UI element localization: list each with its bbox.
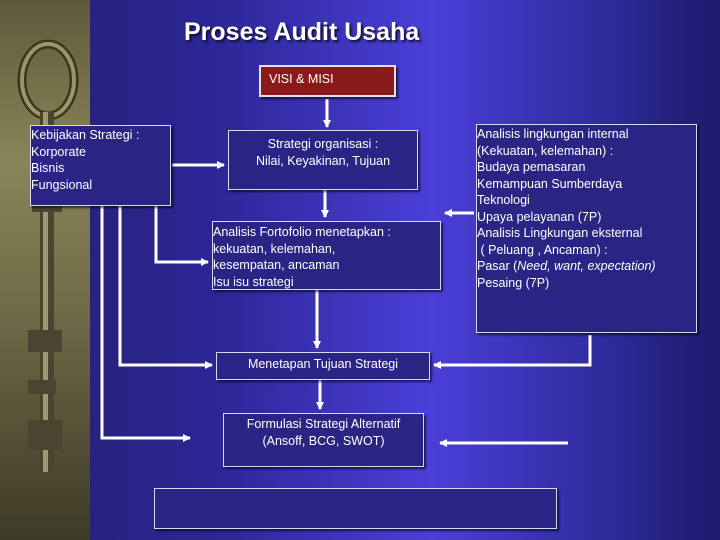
formulasi-line: (Ansoff, BCG, SWOT) (262, 433, 385, 448)
pasar-needs: Need, want, expectation) (517, 259, 656, 273)
lingkungan-line: Budaya pemasaran (477, 160, 586, 174)
kebijakan-line: Fungsional (31, 177, 93, 192)
lingkungan-line: (Kekuatan, kelemahan) : (477, 143, 614, 158)
lingkungan-line: Pesaing (7P) (477, 275, 550, 290)
lingkungan-line: Kemampuan Sumberdaya (477, 176, 623, 191)
empty-box (154, 488, 557, 529)
page-title: Proses Audit Usaha (184, 18, 420, 46)
visi-misi-box: VISI & MISI (259, 65, 396, 97)
strategi-line: Strategi organisasi : (267, 137, 379, 151)
strategi-organisasi-box: Strategi organisasi : Nilai, Keyakinan, … (228, 130, 418, 190)
arrow-kebijakan-to-fortofolio (154, 206, 209, 266)
pasar-label: Pasar ( (477, 259, 518, 273)
fortofolio-line: Analisis Fortofolio menetapkan : (213, 225, 391, 239)
analisis-fortofolio-box: Analisis Fortofolio menetapkan : kekuata… (212, 221, 441, 290)
lingkungan-line: Analisis Lingkungan eksternal (477, 226, 643, 240)
fortofolio-line: Isu isu strategi (213, 274, 294, 289)
kebijakan-line: Kebijakan Strategi : (31, 128, 140, 142)
fortofolio-line: kekuatan, kelemahan, (213, 241, 336, 256)
tujuan-strategi-box: Menetapan Tujuan Strategi (216, 352, 430, 380)
arrow-internal-to-tujuan (433, 335, 592, 369)
formulasi-line: Formulasi Strategi Alternatif (246, 417, 401, 431)
lingkungan-line: Teknologi (477, 193, 530, 207)
kebijakan-line: Korporate (31, 144, 86, 159)
lingkungan-line-pasar: Pasar (Need, want, expectation) (477, 258, 696, 275)
formulasi-strategi-box: Formulasi Strategi Alternatif (Ansoff, B… (223, 413, 424, 467)
lingkungan-line: ( Peluang , Ancaman) : (477, 242, 608, 257)
kebijakan-strategi-box: Kebijakan Strategi : Korporate Bisnis Fu… (30, 125, 171, 206)
lingkungan-line: Upaya pelayanan (7P) (477, 209, 602, 224)
analisis-lingkungan-box: Analisis lingkungan internal (Kekuatan, … (476, 124, 697, 333)
arrow-kebijakan-to-tujuan (118, 206, 213, 369)
kebijakan-line: Bisnis (31, 161, 65, 175)
tujuan-label: Menetapan Tujuan Strategi (247, 357, 399, 371)
visi-misi-label: VISI & MISI (269, 72, 334, 86)
lingkungan-line: Analisis lingkungan internal (477, 127, 629, 141)
fortofolio-line: kesempatan, ancaman (213, 258, 340, 272)
strategi-line: Nilai, Keyakinan, Tujuan (255, 153, 391, 168)
arrow-kebijakan-to-formulasi (100, 206, 191, 442)
